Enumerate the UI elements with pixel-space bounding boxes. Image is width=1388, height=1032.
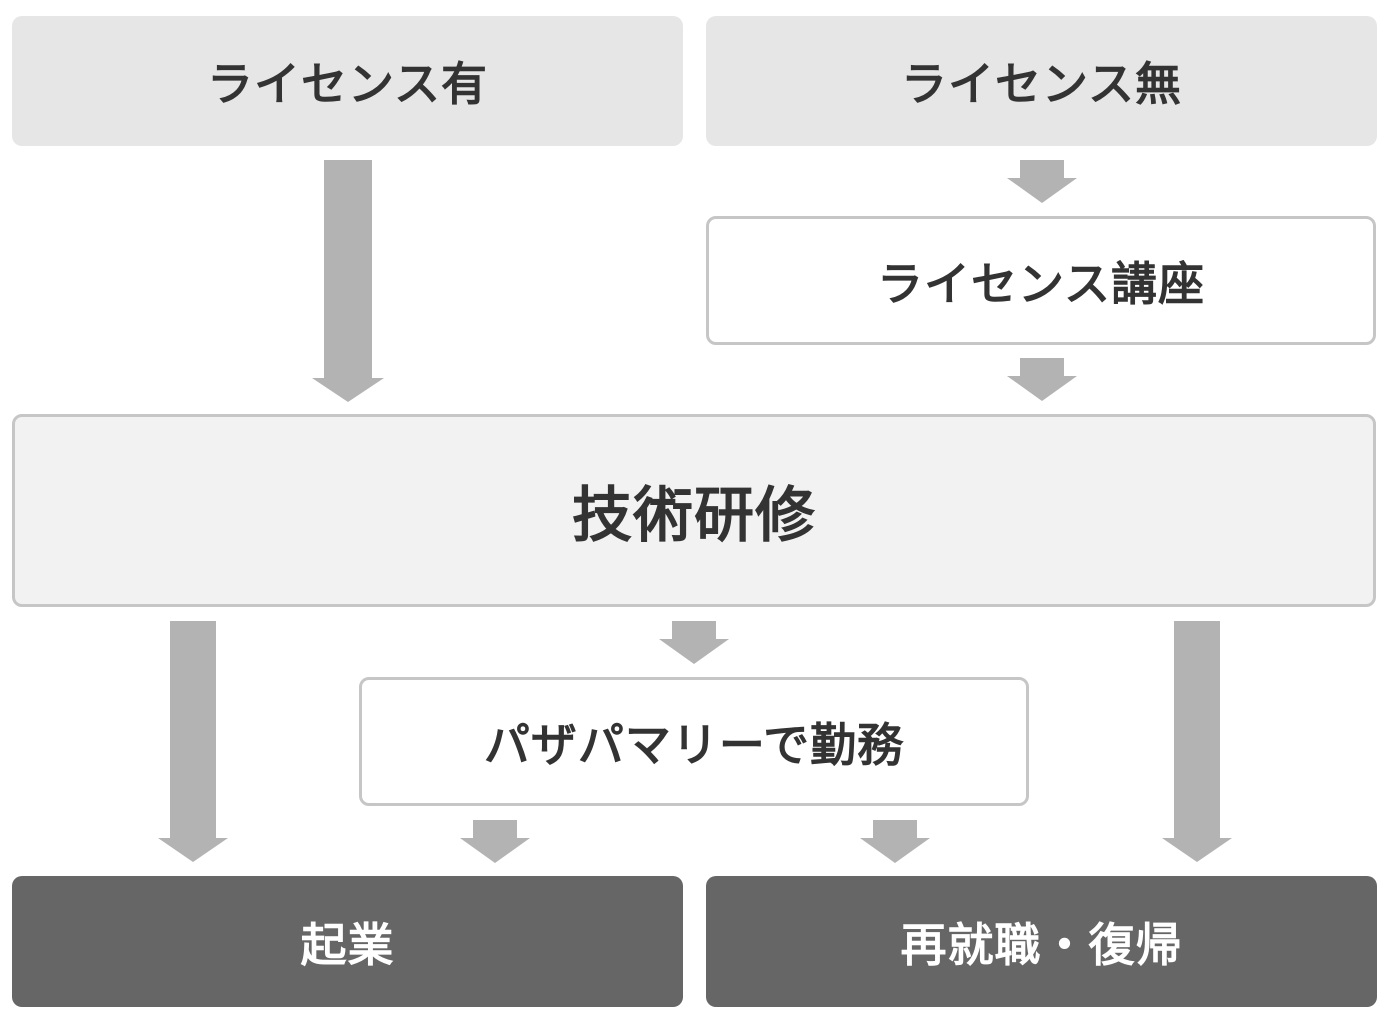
technical-training-box: 技術研修 xyxy=(12,414,1376,607)
start-business-label: 起業 xyxy=(300,917,395,972)
arrow-course-to-training xyxy=(1007,358,1077,401)
technical-training-label: 技術研修 xyxy=(572,481,816,551)
license-course-box: ライセンス講座 xyxy=(706,216,1376,345)
reemployment-box: 再就職・復帰 xyxy=(706,876,1377,1007)
reemployment-label: 再就職・復帰 xyxy=(900,917,1183,972)
arrow-license-no-to-course xyxy=(1007,160,1077,203)
license-yes-box: ライセンス有 xyxy=(12,16,683,146)
license-yes-label: ライセンス有 xyxy=(206,57,489,111)
work-at-pasapamari-label: パザパマリーで勤務 xyxy=(483,717,905,772)
arrow-work-to-business xyxy=(460,820,530,863)
start-business-box: 起業 xyxy=(12,876,683,1007)
arrow-training-to-business xyxy=(158,621,228,862)
arrow-training-to-work xyxy=(659,621,729,664)
arrow-license-yes-to-training xyxy=(312,160,384,402)
license-no-label: ライセンス無 xyxy=(900,57,1183,111)
license-no-box: ライセンス無 xyxy=(706,16,1377,146)
license-course-label: ライセンス講座 xyxy=(876,256,1206,311)
work-at-pasapamari-box: パザパマリーで勤務 xyxy=(359,677,1029,806)
arrow-work-to-reemployment xyxy=(860,820,930,863)
arrow-training-to-reemployment xyxy=(1162,621,1232,862)
